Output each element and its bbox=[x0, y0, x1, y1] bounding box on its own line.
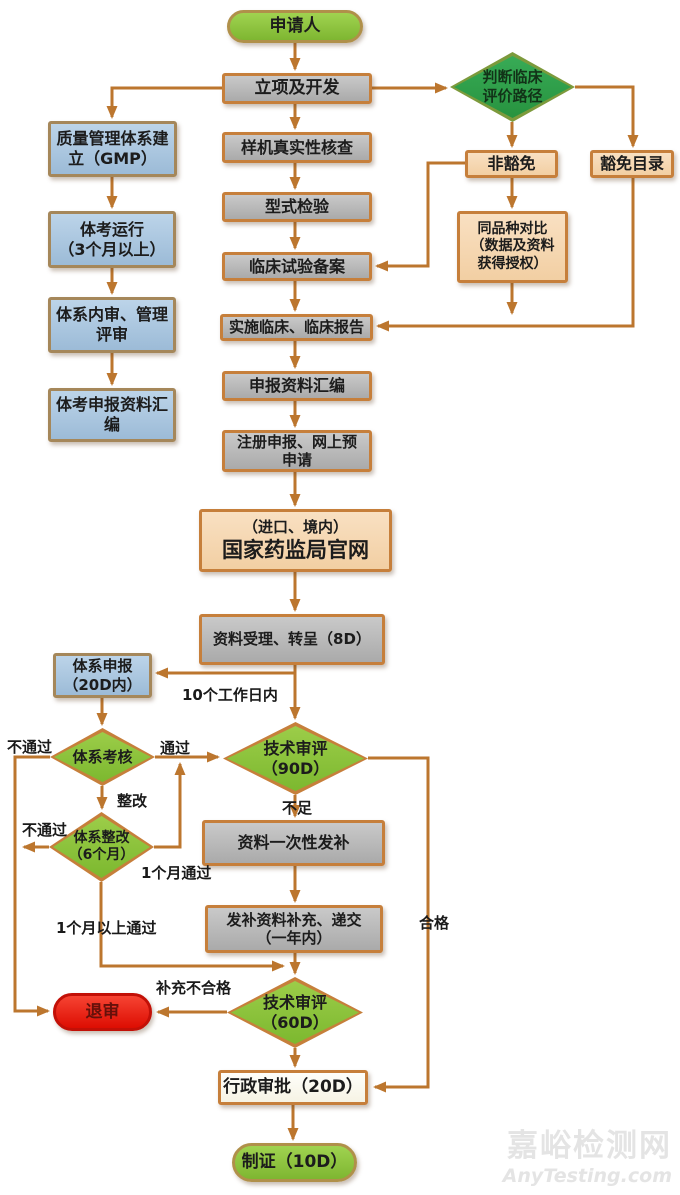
node-clinical-filing-label: 临床试验备案 bbox=[248, 256, 345, 276]
edge-label-fail-top: 不通过 bbox=[7, 738, 53, 756]
node-internal-audit: 体系内审、管理 评审 bbox=[48, 297, 176, 353]
edge-label-fail-bottom: 不通过 bbox=[22, 821, 68, 839]
node-reject: 退审 bbox=[53, 993, 152, 1031]
node-same-kind-compare: 同品种对比 （数据及资料 获得授权） bbox=[457, 211, 568, 283]
edge-nonexempt-filing bbox=[375, 161, 465, 272]
node-system-assess: 体系考核 bbox=[50, 728, 155, 786]
node-applicant-label: 申请人 bbox=[269, 16, 321, 37]
node-project-dev-label: 立项及开发 bbox=[254, 78, 340, 99]
edge-exemptlist-report bbox=[376, 178, 635, 332]
watermark-site-name: 嘉峪检测网 bbox=[507, 1128, 672, 1164]
edge-label-pass: 通过 bbox=[160, 739, 191, 757]
edge-label-insufficient: 不足 bbox=[282, 799, 313, 817]
node-gmp: 质量管理体系建 立（GMP） bbox=[48, 121, 177, 177]
node-reg-submit-label: 注册申报、网上预 申请 bbox=[236, 432, 357, 469]
node-tech-review-90d: 技术审评 （90D） bbox=[223, 722, 368, 795]
node-tikao-dossier: 体考申报资料汇 编 bbox=[48, 388, 176, 442]
node-system-declare-label: 体系申报 （20D内） bbox=[63, 657, 142, 694]
edge-projectdev-gmp bbox=[106, 86, 222, 119]
node-exempt-list-label: 豁免目录 bbox=[599, 154, 664, 174]
node-supplement-submit: 发补资料补充、递交 （一年内） bbox=[205, 905, 383, 953]
node-clinical-path-label: 判断临床 评价路径 bbox=[482, 68, 543, 105]
node-tikao-dossier-label: 体考申报资料汇 编 bbox=[55, 395, 168, 434]
watermark-site-url: AnyTesting.com bbox=[502, 1165, 672, 1187]
edge-rectify-pass bbox=[154, 762, 186, 849]
node-certificate: 制证（10D） bbox=[232, 1143, 357, 1182]
node-system-run-label: 体考运行 （3个月以上） bbox=[58, 219, 166, 259]
node-admin-approval: 行政审批（20D） bbox=[218, 1070, 368, 1105]
node-prototype-check: 样机真实性核查 bbox=[222, 132, 372, 163]
node-dossier-compile: 申报资料汇编 bbox=[222, 371, 372, 401]
node-supplement-submit-label: 发补资料补充、递交 （一年内） bbox=[226, 910, 362, 947]
node-clinical-filing: 临床试验备案 bbox=[222, 252, 372, 281]
node-tech-review-60d-label: 技术审评 （60D） bbox=[261, 992, 329, 1032]
node-supplement-once: 资料一次性发补 bbox=[202, 820, 385, 866]
node-tech-review-60d: 技术审评 （60D） bbox=[227, 977, 363, 1048]
node-non-exempt: 非豁免 bbox=[465, 150, 558, 178]
node-nmpa-line1: （进口、境内） bbox=[242, 517, 348, 536]
edge-label-rectify: 整改 bbox=[117, 792, 148, 810]
node-supplement-once-label: 资料一次性发补 bbox=[237, 833, 350, 853]
node-clinical-report: 实施临床、临床报告 bbox=[220, 314, 373, 341]
node-nmpa-line2: 国家药监局官网 bbox=[222, 537, 369, 562]
node-system-assess-label: 体系考核 bbox=[72, 747, 133, 766]
node-admin-approval-label: 行政审批（20D） bbox=[223, 1077, 363, 1098]
node-certificate-label: 制证（10D） bbox=[241, 1152, 348, 1173]
node-acceptance-label: 资料受理、转呈（8D） bbox=[213, 630, 371, 649]
edge-review90-approval bbox=[368, 756, 430, 1093]
edge-label-qualified: 合格 bbox=[419, 914, 450, 932]
node-reg-submit: 注册申报、网上预 申请 bbox=[222, 430, 372, 472]
node-type-test-label: 型式检验 bbox=[264, 197, 329, 217]
node-clinical-report-label: 实施临床、临床报告 bbox=[228, 318, 364, 337]
edge-label-pass-1month: 1个月通过 bbox=[141, 864, 212, 882]
node-dossier-compile-label: 申报资料汇编 bbox=[248, 376, 345, 396]
node-same-kind-label: 同品种对比 （数据及资料 获得授权） bbox=[470, 221, 555, 272]
node-gmp-label: 质量管理体系建 立（GMP） bbox=[56, 129, 169, 168]
node-internal-audit-label: 体系内审、管理 评审 bbox=[55, 305, 168, 344]
node-type-test: 型式检验 bbox=[222, 192, 372, 222]
node-reject-label: 退审 bbox=[85, 1001, 120, 1022]
edge-assess-reject bbox=[13, 755, 50, 1017]
node-tech-review-90d-label: 技术审评 （90D） bbox=[261, 738, 330, 778]
node-non-exempt-label: 非豁免 bbox=[487, 154, 536, 174]
node-prototype-check-label: 样机真实性核查 bbox=[240, 137, 353, 157]
edge-label-supplement-fail: 补充不合格 bbox=[156, 979, 232, 997]
node-system-rectify-label: 体系整改 （6个月） bbox=[68, 829, 135, 864]
node-acceptance: 资料受理、转呈（8D） bbox=[199, 614, 385, 665]
watermark: 嘉峪检测网 AnyTesting.com bbox=[503, 1120, 672, 1187]
node-project-dev: 立项及开发 bbox=[222, 73, 372, 104]
edge-clinicalpath-exemptlist bbox=[575, 85, 639, 148]
edge-label-ten-workdays: 10个工作日内 bbox=[182, 686, 278, 704]
node-system-declare: 体系申报 （20D内） bbox=[53, 653, 152, 698]
node-system-run: 体考运行 （3个月以上） bbox=[48, 211, 176, 268]
node-system-rectify: 体系整改 （6个月） bbox=[49, 812, 154, 882]
edge-rectify-longpass bbox=[99, 882, 285, 972]
node-applicant: 申请人 bbox=[227, 10, 363, 43]
edge-label-pass-over-1month: 1个月以上通过 bbox=[56, 919, 157, 937]
node-exempt-list: 豁免目录 bbox=[590, 150, 674, 178]
node-clinical-path-decision: 判断临床 评价路径 bbox=[450, 52, 575, 122]
node-nmpa-site: （进口、境内） 国家药监局官网 bbox=[199, 509, 392, 572]
